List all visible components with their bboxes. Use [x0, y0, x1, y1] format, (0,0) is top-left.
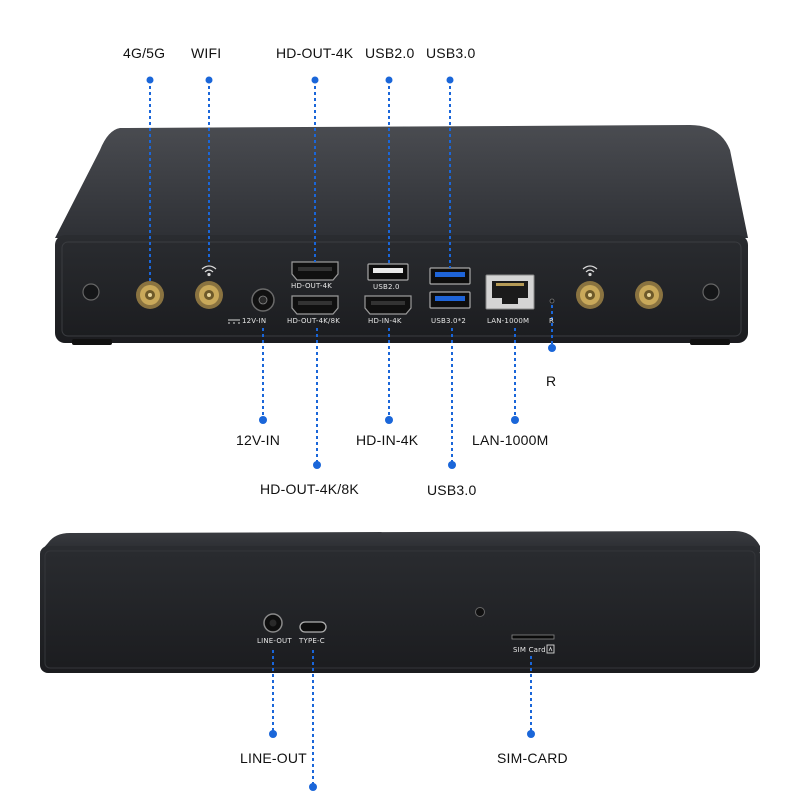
panel-label-hd-in-4k: HD-IN-4K: [368, 317, 402, 325]
callout-hd-out-4k8k: HD-OUT-4K/8K: [260, 481, 359, 497]
sma-antenna-right-1: [576, 281, 604, 309]
callout-usb30-bottom: USB3.0: [427, 482, 477, 498]
top-panel-inset: [61, 241, 742, 337]
lan-port: [485, 274, 535, 310]
sma-antenna-wifi: [195, 281, 223, 309]
hdmi-port-hd-out-4k: [291, 261, 339, 281]
type-c-port: [299, 621, 327, 633]
top-device-lid: [55, 125, 748, 238]
dc-polarity-icon: [228, 319, 240, 324]
panel-label-r: R: [549, 317, 555, 325]
bottom-panel-inset: [44, 550, 756, 669]
callout-r: R: [546, 373, 557, 389]
callout-4g5g: 4G/5G: [123, 45, 166, 61]
callout-12v-in: 12V-IN: [236, 432, 280, 448]
panel-label-usb2: USB2.0: [373, 283, 400, 291]
panel-label-line-out: LINE-OUT: [257, 637, 292, 645]
usb3-port-bottom: [429, 291, 471, 309]
callout-wifi: WIFI: [191, 45, 222, 61]
callout-line-out: LINE-OUT: [240, 750, 307, 766]
audio-jack: [263, 613, 283, 633]
sma-antenna-right-2: [635, 281, 663, 309]
panel-label-lan: LAN-1000M: [487, 317, 530, 325]
callout-hd-in-4k: HD-IN-4K: [356, 432, 419, 448]
usb3-port-top: [429, 267, 471, 285]
panel-label-sim-card: SIM Card: [513, 646, 546, 654]
panel-label-12v-in: 12V-IN: [242, 317, 267, 325]
wifi-icon: [201, 265, 217, 277]
sma-antenna-4g5g: [136, 281, 164, 309]
reset-pinhole: [549, 298, 555, 304]
foot-right: [690, 339, 730, 345]
hdmi-port-hd-out-4k8k: [291, 295, 339, 315]
top-device: [55, 125, 748, 345]
foot-left: [72, 339, 112, 345]
callout-sim-card: SIM-CARD: [497, 750, 568, 766]
callout-hd-out-4k: HD-OUT-4K: [276, 45, 354, 61]
dc-power-jack: [251, 288, 275, 312]
status-indicator: [475, 607, 485, 617]
bottom-device-front-panel: [40, 546, 760, 673]
screw-left: [82, 283, 100, 301]
panel-label-hd-out-4k8k: HD-OUT-4K/8K: [287, 317, 341, 325]
leader-lines: [149, 80, 553, 785]
sim-card-slot: [511, 634, 555, 640]
wifi-icon: [582, 265, 598, 277]
callout-usb20: USB2.0: [365, 45, 415, 61]
panel-label-usb3x2: USB3.0*2: [431, 317, 467, 325]
screw-right: [702, 283, 720, 301]
bottom-device: [40, 531, 760, 673]
leader-dots: [146, 76, 556, 791]
panel-label-type-c: TYPE-C: [299, 637, 325, 645]
sim-card-icon: [546, 644, 555, 654]
top-device-rear-panel: [55, 235, 748, 343]
callout-lan-1000m: LAN-1000M: [472, 432, 549, 448]
callout-usb30-top: USB3.0: [426, 45, 476, 61]
hdmi-port-hd-in-4k: [364, 295, 412, 315]
usb2-port: [367, 263, 409, 281]
panel-label-hd-out-4k: HD-OUT-4K: [291, 282, 333, 290]
